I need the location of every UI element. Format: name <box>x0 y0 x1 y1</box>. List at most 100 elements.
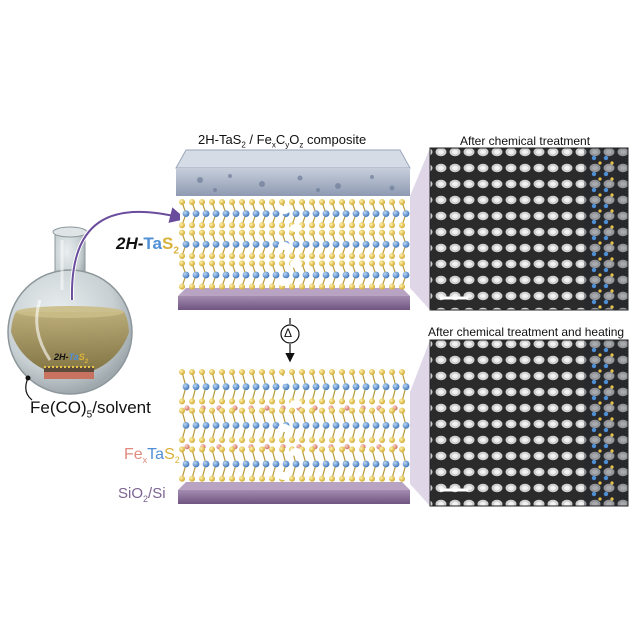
solvent-liquid <box>11 312 129 375</box>
sulfur-atom <box>339 407 345 414</box>
tantalum-atom <box>342 240 350 248</box>
sulfur-atom <box>249 252 255 259</box>
sulfur-atom <box>329 199 335 205</box>
tantalum-atom <box>242 421 250 429</box>
tantalum-atom <box>252 271 260 279</box>
overlay-ta <box>591 155 597 161</box>
flask-crystal-label: 2H-TaS2 <box>54 352 89 365</box>
sulfur-atom <box>399 475 405 482</box>
sulfur-atom <box>189 283 195 290</box>
substrate-label: SiO2/Si <box>118 485 166 504</box>
sulfur-atom <box>219 199 225 205</box>
sulfur-atom <box>399 407 405 414</box>
sulfur-atom <box>389 369 395 375</box>
sulfur-atom <box>389 437 395 444</box>
sulfur-atom <box>269 283 275 290</box>
overlay-s <box>610 417 614 421</box>
sulfur-atom <box>309 222 315 229</box>
sulfur-atom <box>319 407 325 414</box>
tantalum-atom <box>182 460 190 468</box>
sulfur-atom <box>319 446 325 453</box>
sulfur-atom <box>309 437 315 444</box>
sulfur-atom <box>309 446 315 453</box>
tantalum-atom <box>202 460 210 468</box>
sulfur-atom <box>219 437 225 444</box>
void <box>278 472 290 480</box>
tantalum-atom <box>242 210 250 218</box>
tantalum-atom <box>202 421 210 429</box>
void <box>290 448 302 456</box>
tantalum-atom <box>402 460 410 468</box>
sulfur-atom <box>269 407 275 414</box>
sulfur-atom <box>279 229 285 236</box>
overlay-s <box>598 241 602 245</box>
sulfur-atom <box>189 260 195 267</box>
tantalum-atom <box>312 271 320 279</box>
tantalum-atom <box>242 240 250 248</box>
sulfur-atom <box>319 222 325 229</box>
tantalum-atom <box>322 210 330 218</box>
void <box>278 278 290 286</box>
sulfur-atom <box>269 222 275 229</box>
sulfur-atom <box>249 222 255 229</box>
tantalum-atom <box>302 240 310 248</box>
sulfur-atom <box>239 229 245 236</box>
tantalum-atom <box>332 271 340 279</box>
sulfur-atom <box>319 437 325 444</box>
sulfur-atom <box>329 252 335 259</box>
sulfur-atom <box>259 369 265 375</box>
sulfur-atom <box>309 229 315 236</box>
sulfur-atom <box>219 446 225 453</box>
tantalum-atom <box>252 383 260 391</box>
sulfur-atom <box>309 283 315 290</box>
tantalum-atom <box>322 383 330 391</box>
tantalum-atom <box>402 240 410 248</box>
sulfur-atom <box>389 222 395 229</box>
sulfur-atom <box>199 369 205 375</box>
sulfur-atom <box>349 229 355 236</box>
overlay-s <box>598 177 602 181</box>
tantalum-atom <box>352 240 360 248</box>
sulfur-atom <box>219 369 225 375</box>
sulfur-atom <box>379 283 385 290</box>
sulfur-atom <box>299 475 305 482</box>
atom-overlay <box>591 155 614 501</box>
sulfur-atom <box>189 398 195 405</box>
fe-intercalated-label: FexTaS2 <box>124 446 180 466</box>
heating-circle <box>280 324 300 344</box>
sulfur-atom <box>249 437 255 444</box>
iron-atom <box>184 444 190 450</box>
tantalum-atom <box>252 240 260 248</box>
sulfur-atom <box>319 229 325 236</box>
sulfur-atom <box>349 283 355 290</box>
sulfur-atom <box>289 407 295 414</box>
tantalum-atom <box>382 210 390 218</box>
tantalum-atom <box>252 460 260 468</box>
overlay-ta <box>591 443 597 449</box>
sulfur-atom <box>319 398 325 405</box>
sulfur-atom <box>329 222 335 229</box>
overlay-ta <box>591 427 597 433</box>
overlay-ta <box>603 427 609 433</box>
tantalum-atom <box>242 383 250 391</box>
sulfur-atom <box>189 229 195 236</box>
tantalum-atom <box>262 271 270 279</box>
tantalum-atom <box>332 460 340 468</box>
sulfur-atom <box>249 369 255 375</box>
sulfur-atom <box>339 199 345 205</box>
overlay-s <box>610 305 614 309</box>
sulfur-atom <box>399 369 405 375</box>
sulfur-atom <box>189 407 195 414</box>
overlay-ta <box>603 363 609 369</box>
tantalum-atom <box>272 421 280 429</box>
sulfur-atom <box>259 437 265 444</box>
tantalum-atom <box>182 383 190 391</box>
overlay-ta <box>603 235 609 241</box>
tantalum-atom <box>292 210 300 218</box>
void <box>278 242 290 250</box>
overlay-ta <box>603 203 609 209</box>
sulfur-atom <box>229 199 235 205</box>
solution-pointer <box>25 377 33 401</box>
tantalum-atom <box>382 460 390 468</box>
sulfur-atom <box>329 398 335 405</box>
